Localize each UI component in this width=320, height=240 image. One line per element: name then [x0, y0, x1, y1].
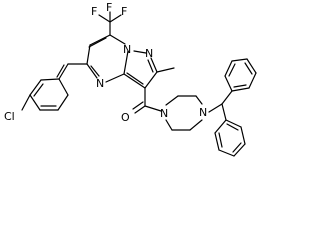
fluorine-atom-label: F — [121, 5, 127, 18]
fluorine-atom-label: F — [91, 5, 97, 18]
benzhydryl-group — [208, 90, 233, 121]
pyrimidine-ring — [86, 34, 129, 83]
trifluoromethyl-group — [98, 11, 122, 36]
phenyl-ring-upper — [224, 58, 257, 92]
nitrogen-atom-label: N — [96, 77, 104, 90]
nitrogen-atom-label: N — [199, 106, 207, 119]
molecule-structure-diagram: F F F N N N Cl — [4, 1, 257, 157]
nitrogen-atom-label: N — [123, 43, 131, 56]
methyl-bond — [156, 67, 175, 73]
nitrogen-atom-label: N — [145, 47, 153, 60]
oxygen-atom-label: O — [121, 111, 130, 124]
chlorine-atom-label: Cl — [4, 110, 15, 123]
piperazine-ring — [165, 95, 203, 131]
phenyl-ring-lower — [214, 119, 246, 157]
nitrogen-atom-label: N — [160, 107, 168, 120]
chlorophenyl-group — [21, 63, 88, 111]
pyrazole-ring — [123, 50, 158, 89]
carbonyl-group — [132, 87, 162, 114]
fluorine-atom-label: F — [106, 1, 112, 14]
